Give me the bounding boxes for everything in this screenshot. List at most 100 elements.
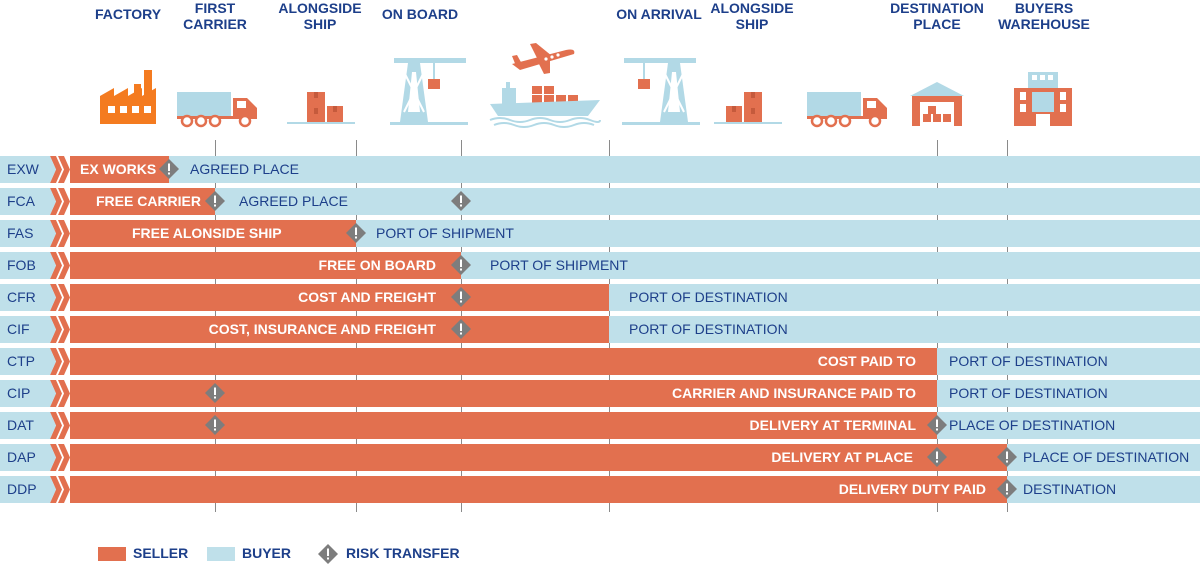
stage-label-destination-place-line1: DESTINATION: [890, 0, 984, 16]
seller-term-label: DELIVERY AT PLACE: [771, 449, 913, 465]
chevron-right-icon: [50, 220, 70, 247]
risk-transfer-icon: [318, 544, 338, 564]
chevron-right-icon: [50, 348, 70, 375]
seller-bar: [68, 348, 937, 375]
factory-icon: [100, 70, 156, 124]
buyer-term-label: AGREED PLACE: [239, 193, 348, 209]
seller-bar: [68, 476, 1007, 503]
warehouse-icon: [910, 82, 964, 126]
seller-bar: [68, 188, 215, 215]
cargo-ship-icon: [489, 82, 601, 128]
incoterm-row: CIP CARRIER AND INSURANCE PAID TO PORT OF …: [0, 380, 1200, 407]
chevron-right-icon: [50, 412, 70, 439]
legend-buyer-swatch: [207, 547, 235, 561]
stage-label-buyers-warehouse-line1: BUYERS: [1014, 0, 1074, 16]
buyer-term-label: PLACE OF DESTINATION: [949, 417, 1116, 433]
crane-icon: [622, 58, 700, 125]
risk-transfer-icon: [159, 159, 179, 179]
risk-transfer-icon: [451, 319, 471, 339]
buyer-term-label: PLACE OF DESTINATION: [1023, 449, 1190, 465]
seller-term-label: FREE CARRIER: [96, 193, 202, 209]
stage-label-on-board: ON BOARD: [381, 6, 459, 22]
buyer-term-label: PORT OF DESTINATION: [629, 289, 788, 305]
incoterm-code: CIP: [0, 380, 50, 407]
incoterm-row: EXW EX WORKS AGREED PLACE: [0, 156, 1200, 183]
risk-transfer-icon: [205, 383, 225, 403]
stage-label-alongside-ship-2-line1: ALONGSIDE: [710, 0, 794, 16]
risk-transfer-icon: [927, 447, 947, 467]
incoterm-code: CFR: [0, 284, 50, 311]
incoterm-row: DAP DELIVERY AT PLACE PLACE OF DESTINATION: [0, 444, 1200, 471]
buyer-bar: [50, 188, 1200, 215]
incoterm-code: FAS: [0, 220, 50, 247]
risk-transfer-icon: [451, 255, 471, 275]
seller-bar: [68, 252, 461, 279]
legend-buyer-label: BUYER: [242, 545, 292, 561]
buyer-term-label: AGREED PLACE: [190, 161, 299, 177]
legend-seller-label: SELLER: [133, 545, 189, 561]
boxes-icon: [287, 92, 355, 124]
stage-label-buyers-warehouse: BUYERS WAREHOUSE: [998, 0, 1090, 32]
incoterm-row: FCA FREE CARRIER AGREED PLACE: [0, 188, 1200, 215]
incoterm-row: DDP DELIVERY DUTY PAID DESTINATION: [0, 476, 1200, 503]
incoterm-code: CIF: [0, 316, 50, 343]
buyer-term-label: DESTINATION: [1023, 481, 1117, 497]
chevron-right-icon: [50, 444, 70, 471]
risk-transfer-icon: [997, 447, 1017, 467]
stage-label-on-arrival: ON ARRIVAL: [616, 6, 702, 22]
incoterm-row: DAT DELIVERY AT TERMINAL PLACE OF DESTINAT…: [0, 412, 1200, 439]
seller-bar: [68, 316, 609, 343]
incoterm-code: FCA: [0, 188, 50, 215]
buyer-term-label: PORT OF DESTINATION: [629, 321, 788, 337]
seller-term-label: DELIVERY AT TERMINAL: [749, 417, 916, 433]
chevron-right-icon: [50, 156, 70, 183]
chevron-right-icon: [50, 316, 70, 343]
stage-label-alongside-ship: ALONGSIDE SHIP: [278, 0, 361, 32]
incoterm-code: DAP: [0, 444, 50, 471]
stage-label-alongside-ship-2-line2: SHIP: [735, 16, 769, 32]
chevron-right-icon: [50, 476, 70, 503]
seller-term-label: EX WORKS: [80, 161, 157, 177]
risk-transfer-icon: [997, 479, 1017, 499]
incoterm-code: DDP: [0, 476, 50, 503]
seller-term-label: CARRIER AND INSURANCE PAID TO: [672, 385, 916, 401]
risk-transfer-icon: [451, 287, 471, 307]
risk-transfer-icon: [346, 223, 366, 243]
legend-risk-label: RISK TRANSFER: [346, 545, 460, 561]
chevron-right-icon: [50, 188, 70, 215]
plane-icon: [512, 43, 575, 74]
stage-label-first-carrier-line2: CARRIER: [183, 16, 247, 32]
incoterm-code: CTP: [0, 348, 50, 375]
chevron-right-icon: [50, 380, 70, 407]
seller-term-label: COST AND FREIGHT: [298, 289, 436, 305]
buyer-term-label: PORT OF SHIPMENT: [376, 225, 514, 241]
incoterm-code: EXW: [0, 156, 50, 183]
stage-label-first-carrier: FIRST CARRIER: [183, 0, 247, 32]
stage-label-destination-place: DESTINATION PLACE: [890, 0, 984, 32]
truck-icon: [807, 92, 887, 128]
chevron-right-icon: [50, 284, 70, 311]
stage-label-buyers-warehouse-line2: WAREHOUSE: [998, 16, 1090, 32]
incoterm-row: CFR COST AND FREIGHT PORT OF DESTINATION: [0, 284, 1200, 311]
seller-bar: [68, 284, 609, 311]
building-icon: [1014, 72, 1072, 126]
chevron-right-icon: [50, 252, 70, 279]
risk-transfer-icon: [451, 191, 471, 211]
legend-seller-swatch: [98, 547, 126, 561]
seller-term-label: DELIVERY DUTY PAID: [838, 481, 986, 497]
seller-bar: [68, 156, 169, 183]
risk-transfer-icon: [205, 415, 225, 435]
seller-term-label: FREE ON BOARD: [318, 257, 436, 273]
incoterm-code: FOB: [0, 252, 50, 279]
incoterm-code: DAT: [0, 412, 50, 439]
buyer-bar: [50, 156, 1200, 183]
buyer-term-label: PORT OF DESTINATION: [949, 385, 1108, 401]
stage-label-alongside-ship-line2: SHIP: [303, 16, 337, 32]
stage-label-alongside-ship-2: ALONGSIDE SHIP: [710, 0, 793, 32]
seller-term-label: COST PAID TO: [817, 353, 916, 369]
boxes-icon: [714, 92, 782, 124]
seller-bar: [68, 220, 356, 247]
